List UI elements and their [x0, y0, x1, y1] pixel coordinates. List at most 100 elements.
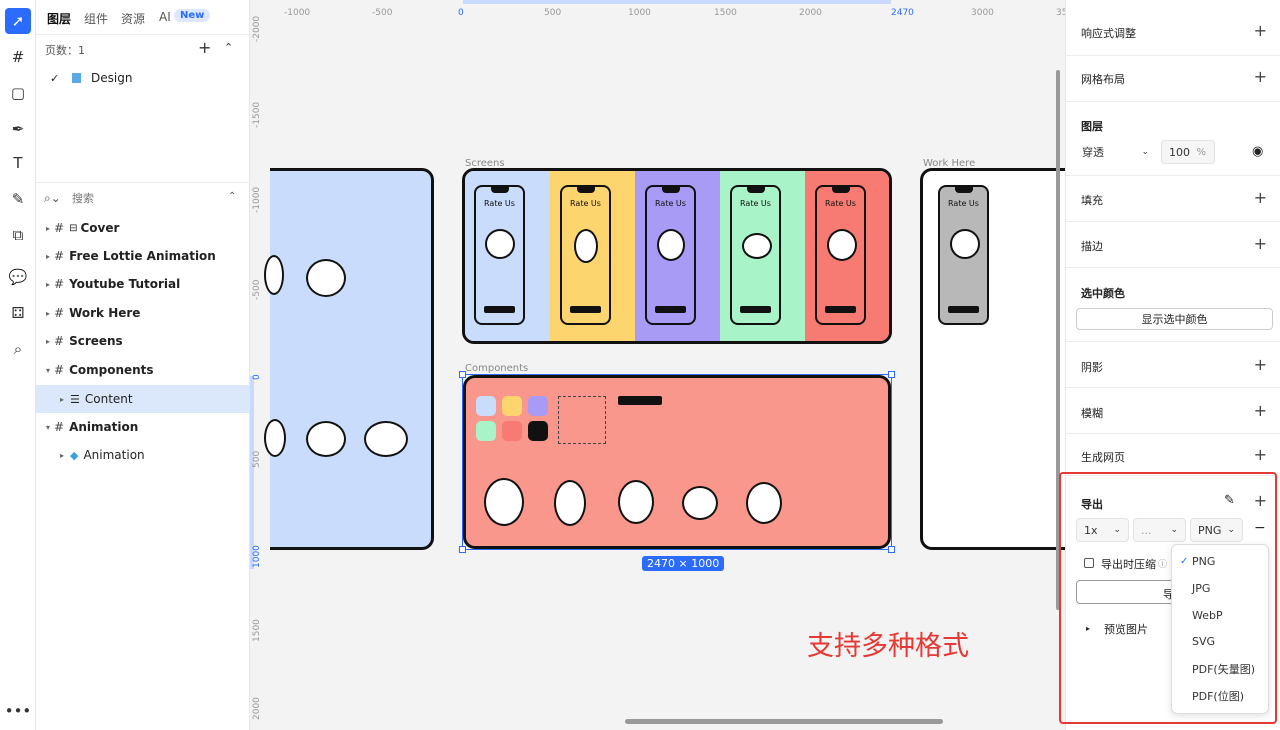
work-here-frame[interactable] — [920, 168, 1065, 550]
design-canvas[interactable]: -1000 -500 0 500 1000 1500 2000 2470 300… — [250, 0, 1065, 730]
page-name: Design — [91, 71, 133, 85]
chevron-down-icon: ⌄ — [1113, 525, 1121, 535]
ruler-tick: -1000 — [252, 186, 262, 213]
add-icon[interactable]: + — [1253, 401, 1267, 420]
search-icon[interactable]: ⌕⌄ — [44, 191, 61, 205]
tab-layers[interactable]: 图层 — [47, 12, 72, 26]
cover-icon: ⊟ — [69, 222, 78, 234]
export-suffix-select[interactable]: ...⌄ — [1133, 518, 1186, 542]
ruler-tick: -2000 — [252, 15, 262, 42]
phone-screen[interactable]: Rate Us — [645, 185, 696, 325]
section-stroke: 描边+ — [1066, 222, 1280, 268]
ruler-tick: 1000 — [628, 8, 651, 18]
frame-icon[interactable]: # — [11, 48, 25, 66]
component-icon[interactable]: ⧉ — [12, 226, 24, 244]
comment-icon[interactable]: 💬 — [8, 268, 28, 286]
show-selection-colors-button[interactable]: 显示选中颜色 — [1076, 308, 1273, 330]
vertical-scrollbar[interactable] — [1056, 70, 1060, 610]
layer-item-work-here[interactable]: ▸#Work Here — [45, 306, 141, 320]
add-icon[interactable]: + — [1253, 67, 1267, 86]
export-format-select[interactable]: PNG⌄ — [1190, 518, 1243, 542]
ruler-tick: 1000 — [252, 545, 262, 568]
format-option-webp[interactable]: WebP — [1192, 609, 1223, 622]
layer-item-screens[interactable]: ▸#Screens — [45, 334, 123, 348]
resize-handle[interactable] — [888, 371, 895, 378]
emoji-face — [264, 419, 286, 457]
section-selection-colors: 选中颜色 显示选中颜色 — [1066, 268, 1280, 342]
diamond-icon: ◆ — [70, 448, 79, 462]
check-icon: ✓ — [50, 71, 60, 85]
phone-screen[interactable]: Rate Us — [730, 185, 781, 325]
add-icon[interactable]: + — [1253, 188, 1267, 207]
add-icon[interactable]: + — [1253, 445, 1267, 464]
add-icon[interactable]: + — [1253, 21, 1267, 40]
frame-icon: # — [54, 249, 65, 263]
emoji-face — [264, 255, 284, 295]
tab-components[interactable]: 组件 — [84, 12, 109, 26]
collapse-all-icon[interactable]: ⌃ — [228, 191, 237, 202]
emoji-face — [657, 229, 685, 261]
preview-label[interactable]: 预览图片 — [1104, 623, 1148, 636]
format-option-pdf-raster[interactable]: PDF(位图) — [1192, 690, 1245, 703]
add-page-icon[interactable]: + — [198, 38, 212, 57]
format-option-svg[interactable]: SVG — [1192, 635, 1216, 648]
add-icon[interactable]: + — [1253, 234, 1267, 253]
layer-item-animation-group[interactable]: ▾#Animation — [45, 420, 139, 434]
resize-handle[interactable] — [459, 371, 466, 378]
add-icon[interactable]: + — [1253, 355, 1267, 374]
compress-label: 导出时压缩 — [1101, 558, 1156, 571]
phone-screen[interactable]: Rate Us — [474, 185, 525, 325]
layer-item-components[interactable]: ▾#Components — [45, 363, 154, 377]
frame-icon: # — [54, 306, 65, 320]
phone-screen[interactable]: Rate Us — [560, 185, 611, 325]
phone-screen[interactable]: Rate Us — [938, 185, 989, 325]
tab-ai[interactable]: AI — [159, 10, 171, 24]
page-item-design[interactable]: ✓ Design — [36, 64, 250, 92]
export-button[interactable]: 导 — [1076, 580, 1176, 604]
caret-right-icon[interactable]: ▸ — [1086, 624, 1091, 633]
format-option-png[interactable]: PNG — [1192, 555, 1216, 568]
layers-panel: 图层 组件 资源 AI New 页数：1 + ⌃ ✓ Design ⌕⌄ ⌃ ▸… — [36, 0, 250, 730]
pencil-icon[interactable]: ✎ — [11, 190, 25, 208]
format-option-pdf-vector[interactable]: PDF(矢量图) — [1192, 663, 1256, 676]
format-option-jpg[interactable]: JPG — [1192, 582, 1211, 595]
layer-item-free-lottie[interactable]: ▸#Free Lottie Animation — [45, 249, 216, 263]
plugin-icon[interactable]: ⚃ — [11, 304, 25, 322]
opacity-input[interactable]: 100% — [1161, 140, 1215, 164]
cover-frame[interactable] — [264, 168, 434, 550]
layer-item-cover[interactable]: ▸#⊟Cover — [45, 221, 120, 235]
frame-icon: # — [54, 363, 65, 377]
blend-mode-select[interactable]: 穿透⌄ — [1075, 140, 1157, 164]
info-icon[interactable]: ⓘ — [1158, 560, 1168, 570]
more-icon[interactable]: ••• — [4, 702, 32, 720]
pencil-icon[interactable]: ✎ — [1224, 493, 1235, 508]
emoji-face — [742, 233, 772, 259]
resize-handle[interactable] — [459, 546, 466, 553]
collapse-pages-icon[interactable]: ⌃ — [224, 41, 234, 54]
search-icon[interactable]: ⌕ — [13, 340, 23, 358]
resize-handle[interactable] — [888, 546, 895, 553]
rectangle-icon[interactable]: ▢ — [10, 84, 26, 102]
layer-item-content[interactable]: ▸☰Content — [36, 385, 250, 413]
pointer-icon[interactable]: ➚ — [5, 8, 31, 34]
section-fill: 填充+ — [1066, 176, 1280, 222]
components-frame[interactable] — [463, 375, 891, 549]
ruler-tick: -500 — [372, 8, 393, 18]
remove-icon[interactable]: − — [1254, 520, 1266, 536]
text-icon[interactable]: T — [13, 154, 23, 172]
add-icon[interactable]: + — [1253, 491, 1267, 510]
ruler-tick: 35 — [1056, 8, 1065, 18]
eye-icon[interactable]: ◉ — [1252, 144, 1264, 159]
pen-icon[interactable]: ✒ — [11, 120, 25, 138]
layer-search-input[interactable] — [72, 189, 212, 207]
layer-item-youtube[interactable]: ▸#Youtube Tutorial — [45, 277, 181, 291]
phone-screen[interactable]: Rate Us — [815, 185, 866, 325]
emoji-face — [682, 486, 718, 520]
tab-assets[interactable]: 资源 — [121, 12, 146, 26]
horizontal-ruler: -1000 -500 0 500 1000 1500 2000 2470 300… — [250, 0, 1065, 20]
chevron-down-icon: ⌄ — [1227, 525, 1235, 535]
export-scale-select[interactable]: 1x⌄ — [1076, 518, 1129, 542]
horizontal-scrollbar[interactable] — [625, 719, 943, 724]
compress-checkbox[interactable] — [1084, 558, 1094, 568]
layer-item-animation[interactable]: ▸◆Animation — [59, 448, 145, 462]
